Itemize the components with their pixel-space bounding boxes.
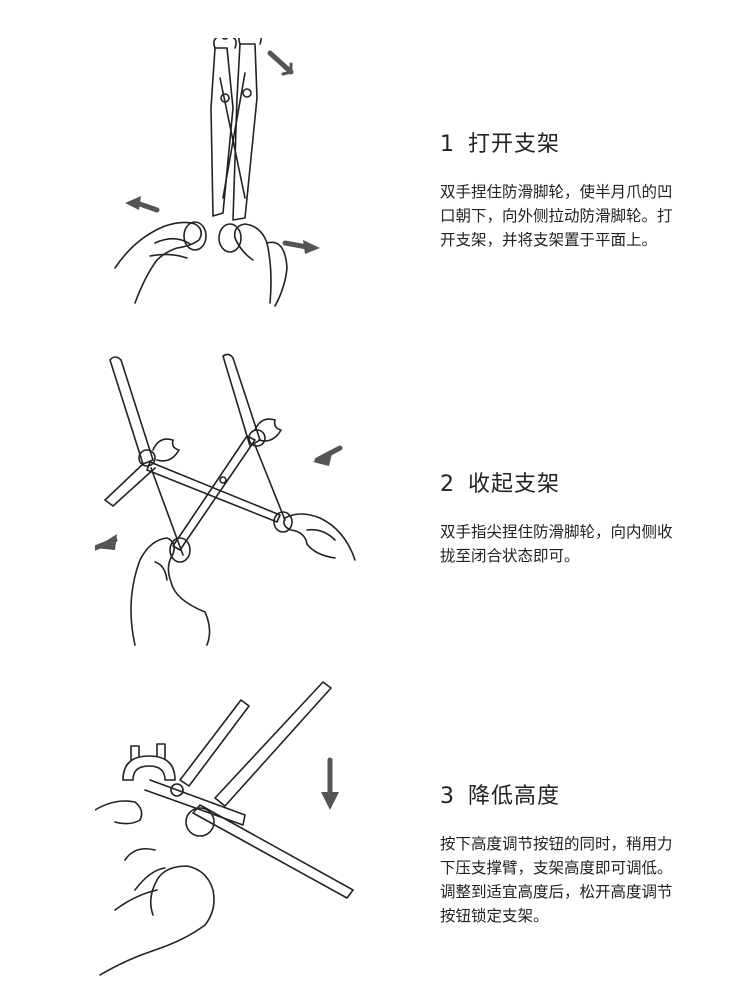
step-2-text: 2 收起支架 双手指尖捏住防滑脚轮，向内侧收拢至闭合状态即可。 [440,466,680,568]
right-hand [233,223,272,304]
step-number: 3 [440,784,455,809]
step-3-illustration [95,670,385,985]
step-title: 3 降低高度 [440,778,680,810]
arrow-icon [125,196,141,210]
anti-slip-foot [218,223,242,253]
anti-slip-foot [183,221,207,251]
stand-leg [222,353,261,447]
step-number: 2 [440,472,455,497]
half-moon-claw [254,418,282,442]
step-1-illustration [95,38,385,313]
step-heading: 降低高度 [468,784,561,809]
step-title: 2 收起支架 [440,466,680,498]
step-3: 3 降低高度 按下高度调节按钮的同时，稍用力下压支撑臂，支架高度即可调低。调整到适… [0,660,750,1000]
half-moon-claw [213,38,237,49]
step-1-text: 1 打开支架 双手捏住防滑脚轮，使半月爪的凹口朝下，向外侧拉动防滑脚轮。打开支架，… [440,126,680,252]
left-hand [130,537,211,646]
stand-leg [109,356,154,465]
arrow-icon [321,792,339,810]
step-heading: 收起支架 [468,472,561,497]
step-title: 1 打开支架 [440,126,680,158]
step-1: 1 打开支架 双手捏住防滑脚轮，使半月爪的凹口朝下，向外侧拉动防滑脚轮。打开支架，… [0,0,750,330]
step-2-illustration [95,350,385,650]
step-number: 1 [440,132,455,157]
support-arm [214,681,332,807]
hand [99,865,215,976]
height-adjust-button [185,807,215,837]
support-arm [192,804,354,899]
step-heading: 打开支架 [468,132,561,157]
support-arm [179,699,250,787]
half-moon-claw [122,755,176,781]
step-description: 双手捏住防滑脚轮，使半月爪的凹口朝下，向外侧拉动防滑脚轮。打开支架，并将支架置于… [440,183,673,249]
arrow-icon [303,240,320,254]
half-moon-claw [238,38,262,45]
step-2: 2 收起支架 双手指尖捏住防滑脚轮，向内侧收拢至闭合状态即可。 [0,330,750,660]
step-description: 双手指尖捏住防滑脚轮，向内侧收拢至闭合状态即可。 [440,523,673,565]
half-moon-claw [152,438,180,462]
step-3-text: 3 降低高度 按下高度调节按钮的同时，稍用力下压支撑臂，支架高度即可调低。调整到适… [440,778,680,928]
anti-slip-foot [169,537,191,563]
stand-leg [210,47,234,217]
stand-leg [232,43,258,221]
left-hand [114,221,203,304]
step-description: 按下高度调节按钮的同时，稍用力下压支撑臂，支架高度即可调低。调整到适宜高度后，松… [440,835,673,925]
anti-slip-foot [273,511,293,533]
right-hand [283,513,356,561]
